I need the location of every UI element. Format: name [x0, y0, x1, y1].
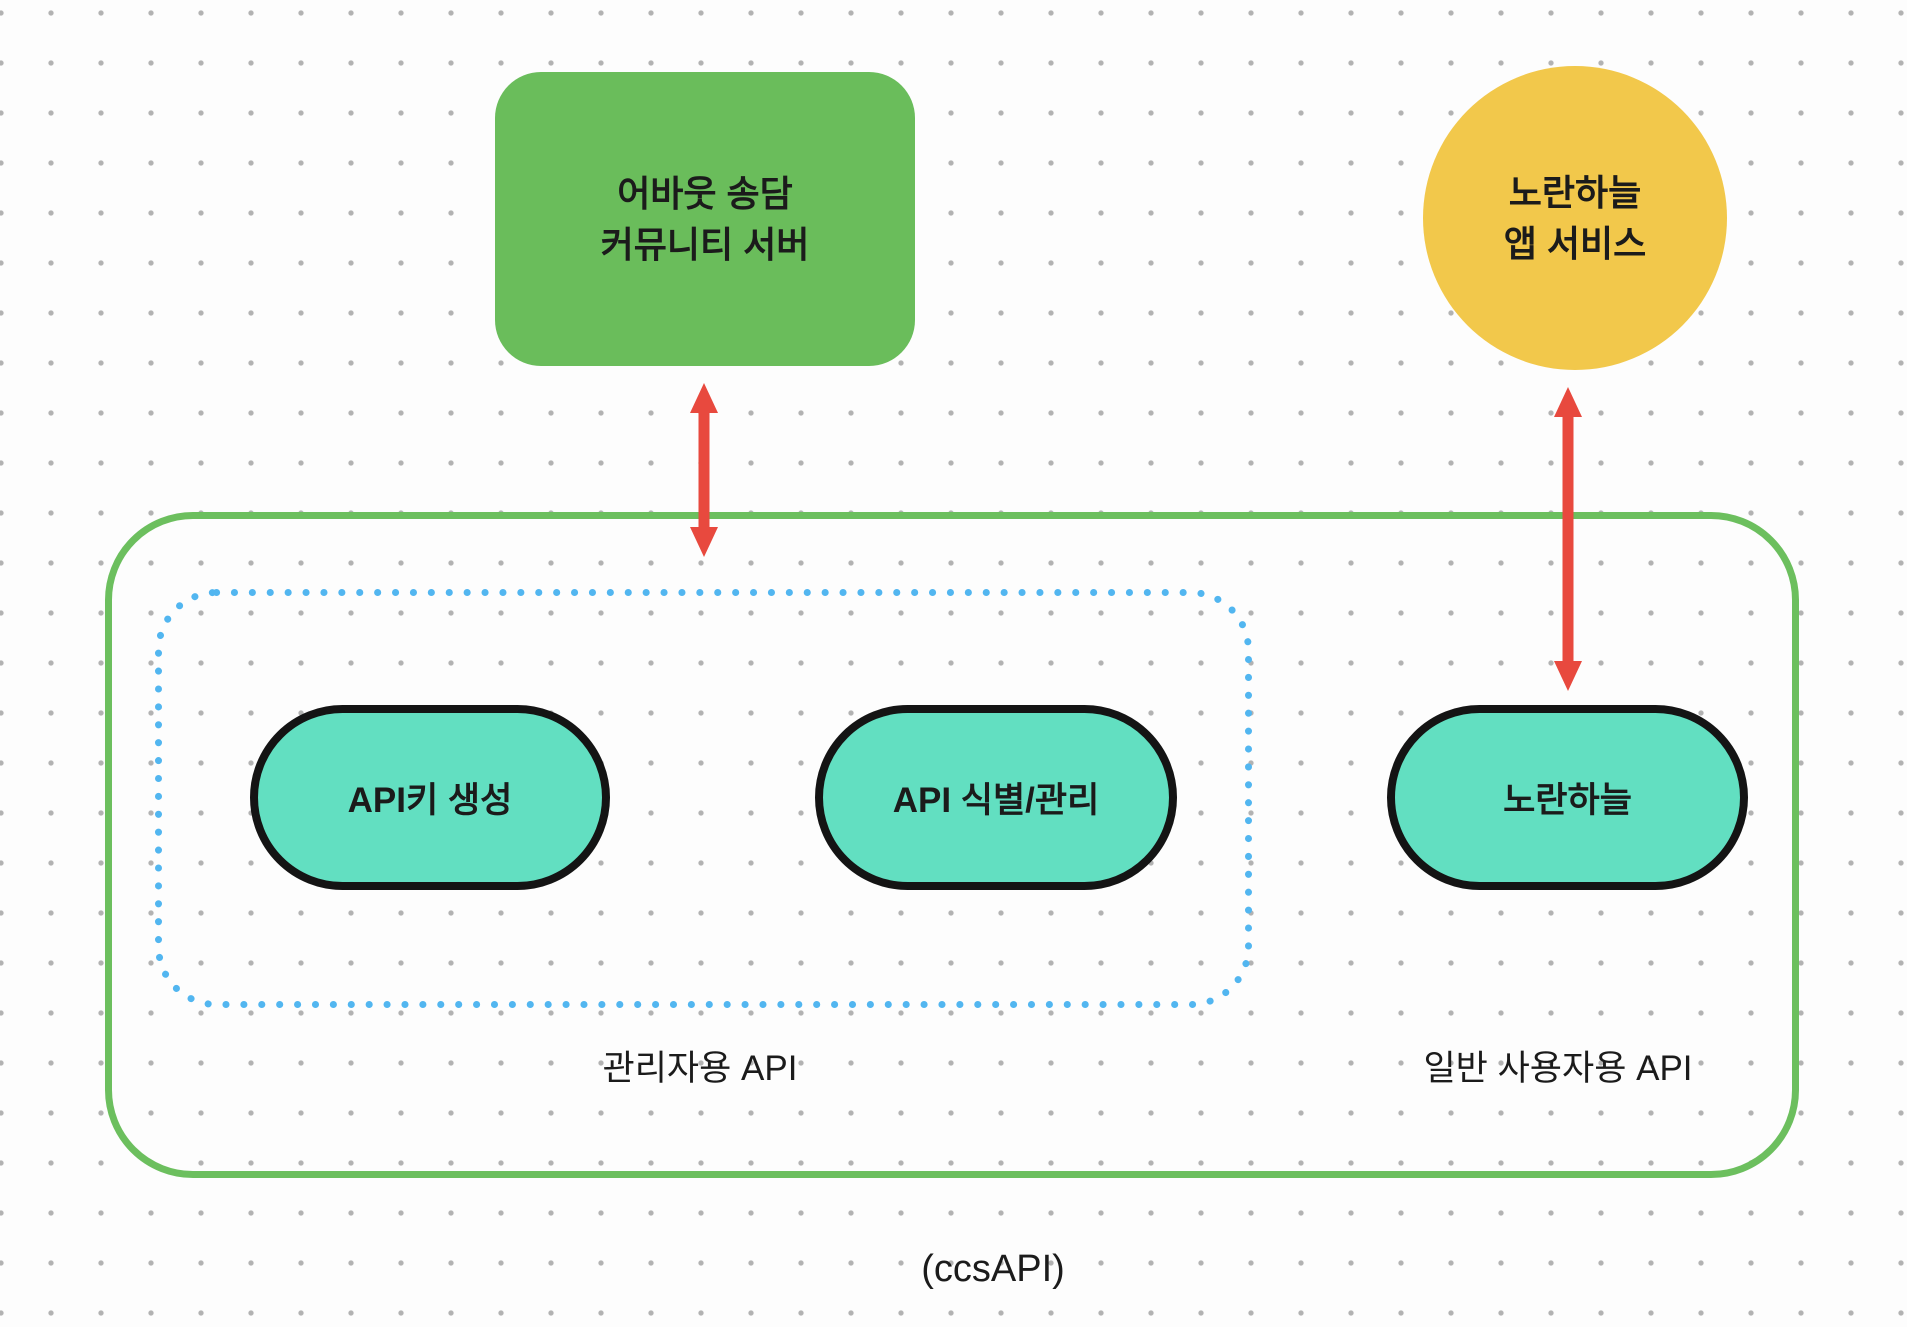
- yellow-sky-pill: 노란하늘: [1387, 705, 1748, 890]
- api-identify-manage-label: API 식별/관리: [892, 781, 1100, 820]
- api-container-box: [105, 512, 1799, 1178]
- api-identify-manage-pill: API 식별/관리: [815, 705, 1177, 890]
- app-service-node: 노란하늘 앱 서비스: [1423, 66, 1727, 370]
- community-server-label: 어바웃 송담 커뮤니티 서버: [600, 172, 810, 265]
- diagram-caption: (ccsAPI): [921, 1248, 1065, 1290]
- api-key-generation-label: API키 생성: [347, 781, 513, 820]
- yellow-sky-pill-label: 노란하늘: [1503, 781, 1632, 820]
- api-key-generation-pill: API키 생성: [250, 705, 610, 890]
- admin-api-zone-label: 관리자용 API: [602, 1049, 798, 1088]
- community-server-node: 어바웃 송담 커뮤니티 서버: [495, 72, 915, 366]
- app-service-label: 노란하늘 앱 서비스: [1503, 171, 1647, 264]
- user-api-zone-label: 일반 사용자용 API: [1423, 1049, 1693, 1088]
